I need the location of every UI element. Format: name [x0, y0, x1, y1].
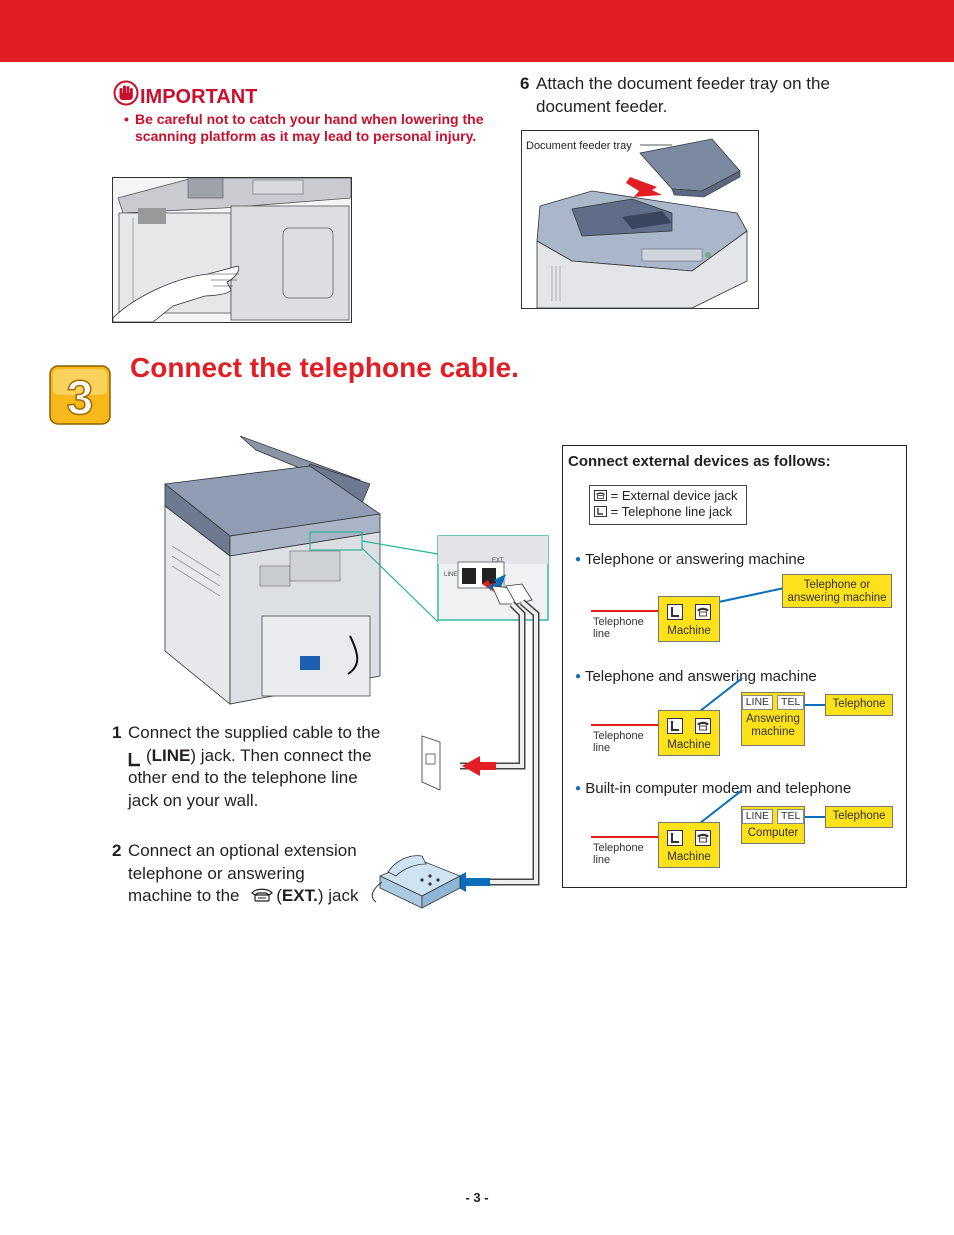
copier-front-drawing [113, 178, 351, 322]
row-1-line-wire [591, 610, 658, 612]
document-feeder-illustration: Document feeder tray [521, 130, 759, 309]
step-2-number: 2 [112, 841, 122, 860]
step-6-instruction: 6 Attach the document feeder tray on the… [520, 72, 880, 118]
row-2-ext-jack-icon [695, 718, 711, 734]
step-1-line-b: (LINE) jack. Then connect the [112, 745, 412, 768]
important-text: Be careful not to catch your hand when l… [135, 111, 484, 144]
important-bullet: • [124, 111, 129, 127]
extension-telephone-icon [371, 855, 461, 909]
step-1-instruction: 1 Connect the supplied cable to the (LIN… [112, 722, 412, 812]
row-1-machine-label: Machine [667, 625, 711, 637]
row-2-middle-jacks: LINE TEL [741, 695, 805, 710]
step-1-line-d: jack on your wall. [128, 790, 259, 810]
step-2-line-c: machine to the [128, 886, 240, 905]
step-2-line-b: telephone or answering [128, 863, 305, 883]
row-3-middle-device: LINE TEL Computer [741, 806, 805, 844]
row-2-line-label: Telephone line [593, 730, 644, 754]
legend-line-row: = Telephone line jack [594, 504, 732, 520]
external-devices-title: Connect external devices as follows: [568, 453, 831, 470]
row-2-heading-text: Telephone and answering machine [584, 668, 817, 685]
step-2-line-a: Connect an optional extension [128, 841, 357, 860]
legend-ext-text: = External device jack [610, 488, 738, 503]
step-2-ext-jack-name: EXT. [281, 886, 318, 905]
step-3-badge: 3 [49, 365, 111, 426]
row-3-line-label: Telephone line [593, 842, 644, 866]
row-2-middle-label: Answering machine [746, 713, 800, 738]
scanning-platform-illustration [112, 177, 352, 323]
row-2-machine-jacks [659, 718, 719, 734]
row-3-heading-text: Built-in computer modem and telephone [585, 780, 852, 797]
row-3-device: Telephone [825, 806, 893, 828]
row-3-middle-label: Computer [747, 827, 799, 839]
row-3-machine-jacks [659, 830, 719, 846]
row-1-heading-text: Telephone or answering machine [584, 551, 806, 568]
header-band [0, 0, 954, 62]
row-1-machine-jacks [659, 604, 719, 620]
page-number: - 3 - [465, 1190, 489, 1205]
important-title: IMPORTANT [140, 86, 258, 108]
zoom-ext-label: EXT [492, 558, 504, 564]
row-1-device: Telephone or answering machine [782, 574, 892, 608]
step-1-line-b-rest: ) jack. Then connect the [190, 745, 372, 765]
step-1-line-jack-name: LINE [151, 745, 191, 765]
row-1-heading: ● Telephone or answering machine [575, 551, 805, 568]
step-1-number: 1 [112, 723, 122, 742]
row-3-middle-jacks: LINE TEL [741, 809, 805, 824]
row-2-middle-device: LINE TEL Answering machine [741, 692, 805, 746]
row-3-machine: Machine [658, 822, 720, 868]
step-2-line-d-rest: ) jack [317, 886, 359, 905]
row-2-machine: Machine [658, 710, 720, 756]
row-2-middle-tel-jack: TEL [777, 695, 805, 710]
row-3-heading: ● Built-in computer modem and telephone [575, 780, 851, 797]
legend-ext-row: = External device jack [594, 488, 737, 504]
step-2-instruction: 2 Connect an optional extension telephon… [112, 840, 412, 908]
step-2-line-c-wrap: machine to the (EXT.) jack [112, 885, 412, 908]
row-1-ext-jack-icon [695, 604, 711, 620]
row-2-device-wire [803, 704, 825, 706]
row-3-ext-jack-icon [695, 830, 711, 846]
legend-line-text: = Telephone line jack [610, 504, 733, 519]
step-1-line-c: other end to the telephone line [128, 768, 358, 787]
legend-line-icon [594, 506, 607, 517]
line-jack-icon [128, 753, 140, 767]
section-title: Connect the telephone cable. [130, 352, 519, 383]
row-2-bullet: ● [575, 671, 582, 682]
row-1-line-jack-icon [667, 604, 683, 620]
step-6-text: Attach the document feeder tray on the d… [536, 74, 830, 116]
row-3-bullet: ● [575, 783, 582, 794]
row-3-line-jack-icon [667, 830, 683, 846]
important-note: • Be careful not to catch your hand when… [124, 111, 484, 145]
important-hand-icon [113, 80, 139, 106]
row-2-machine-label: Machine [667, 739, 711, 751]
telephone-connection-illustration: LINE EXT [164, 436, 549, 909]
row-2-line-wire [591, 724, 658, 726]
row-3-line-wire [591, 836, 658, 838]
jack-legend: = External device jack = Telephone line … [589, 485, 747, 525]
row-2-middle-line-jack: LINE [741, 695, 774, 710]
zoom-line-label: LINE [444, 572, 457, 578]
row-3-machine-label: Machine [667, 851, 711, 863]
step-3-number: 3 [67, 372, 94, 425]
ext-jack-icon [251, 888, 274, 902]
row-1-line-label: Telephone line [593, 616, 644, 640]
row-3-middle-line-jack: LINE [741, 809, 774, 824]
row-1-bullet: ● [575, 554, 582, 565]
row-3-middle-tel-jack: TEL [777, 809, 805, 824]
row-3-device-wire [803, 816, 825, 818]
row-2-device: Telephone [825, 694, 893, 716]
row-1-machine: Machine [658, 596, 720, 642]
copier-adf-drawing: Document feeder tray [522, 131, 758, 308]
step-2-paren-open: ( [276, 886, 282, 905]
legend-ext-icon [594, 490, 607, 501]
step-1-line-a: Connect the supplied cable to the [128, 723, 381, 742]
document-feeder-tray-callout: Document feeder tray [526, 140, 632, 152]
step-6-number: 6 [520, 74, 530, 93]
external-devices-panel: Connect external devices as follows: = E… [562, 445, 907, 888]
row-2-line-jack-icon [667, 718, 683, 734]
step-1-paren-open: ( [146, 745, 152, 765]
row-2-heading: ● Telephone and answering machine [575, 668, 817, 685]
